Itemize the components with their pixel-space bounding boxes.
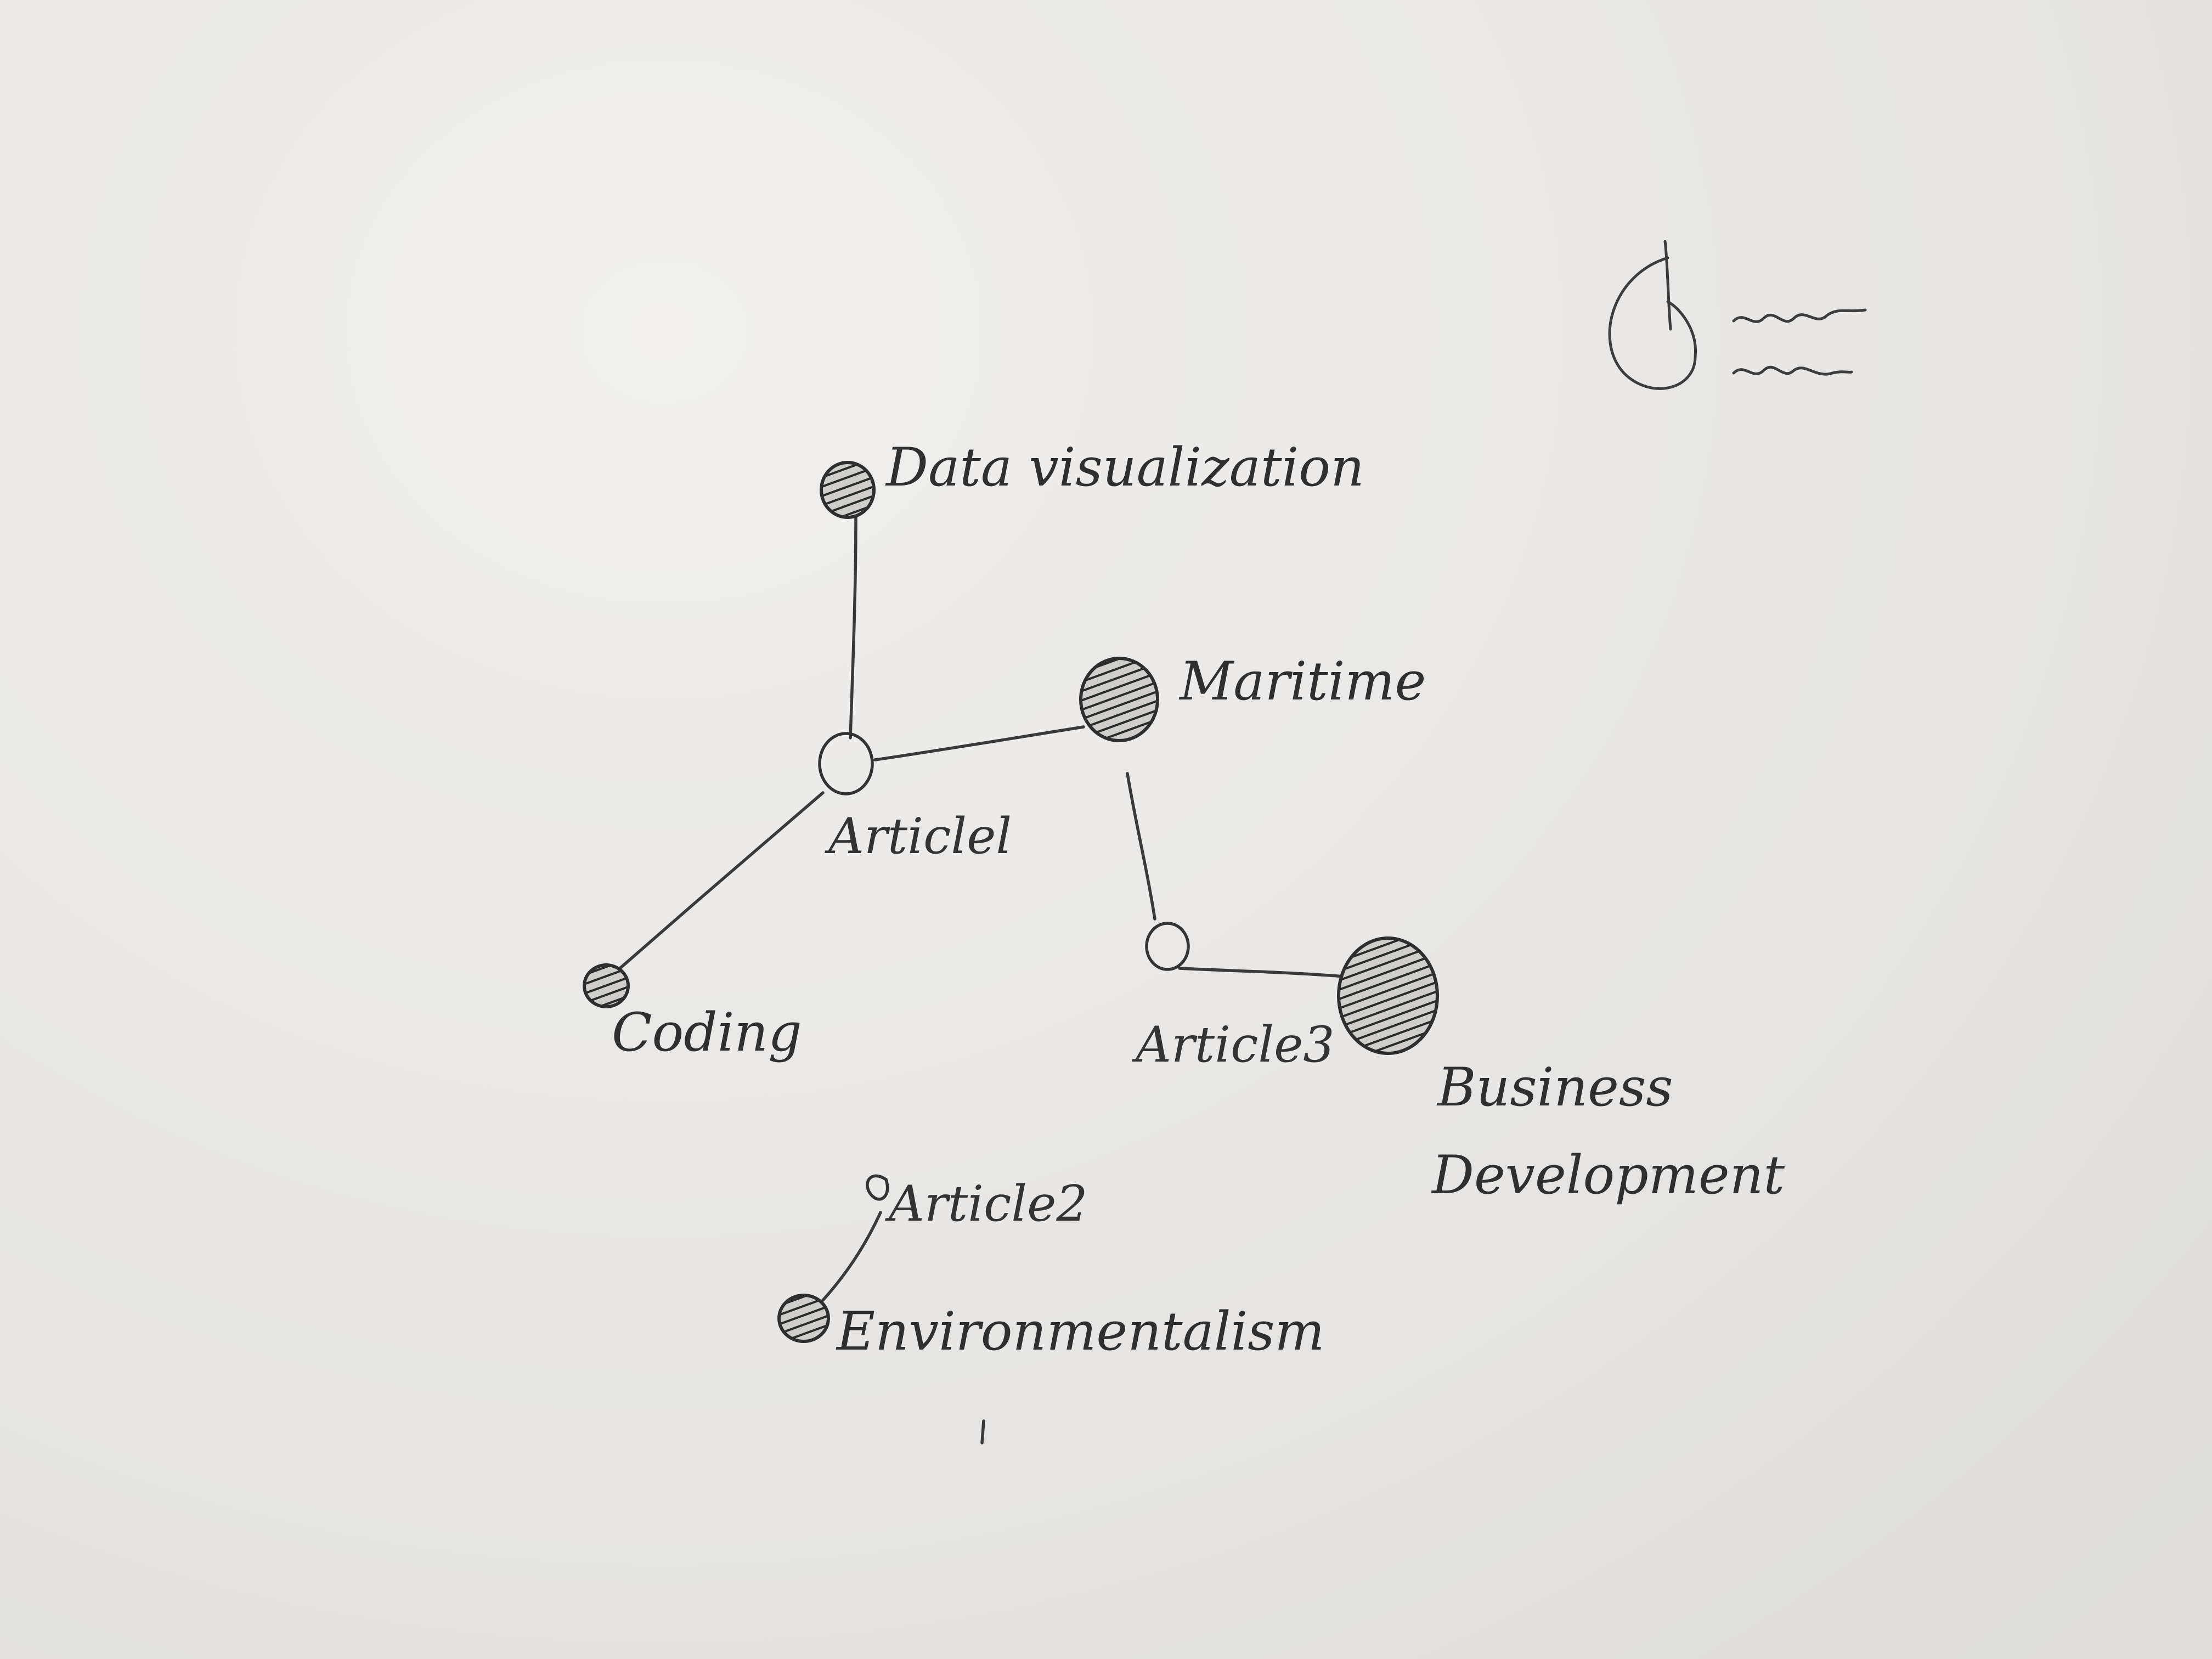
edge-article3-business-development <box>1178 967 1346 978</box>
edge-maritime-article3 <box>1126 772 1156 921</box>
doodle-squiggle-2 <box>1732 365 1853 376</box>
label-data-visualization: Data visualization <box>885 437 1364 498</box>
node-coding <box>583 963 630 1008</box>
label-coding: Coding <box>612 1002 802 1063</box>
doodle-squiggle-1 <box>1732 308 1867 323</box>
label-article2: Article2 <box>885 1175 1088 1233</box>
edge-article1-coding <box>618 791 825 970</box>
edge-article2-environmentalism <box>821 1211 882 1302</box>
node-business-development <box>1337 936 1439 1055</box>
edge-article1-maritime <box>873 725 1085 761</box>
node-environmentalism <box>777 1294 830 1343</box>
node-data-visualization <box>820 461 876 519</box>
label-article3: Article3 <box>1132 1016 1335 1074</box>
node-article3 <box>1145 922 1190 971</box>
node-maritime <box>1079 657 1159 742</box>
node-article1 <box>818 732 874 795</box>
label-business-development-line2: Development <box>1431 1144 1785 1206</box>
label-environmentalism: Environmentalism <box>836 1301 1325 1362</box>
doodle-circle-icon <box>1608 240 1697 390</box>
stray-pencil-mark <box>980 1419 985 1444</box>
label-article1: Articlel <box>825 808 1012 865</box>
legend-doodle <box>1608 240 1867 390</box>
label-maritime: Maritime <box>1178 651 1426 712</box>
edge-article1-data-visualization <box>849 514 857 740</box>
node-article2 <box>866 1174 889 1201</box>
label-business-development-line1: Business <box>1436 1057 1673 1118</box>
